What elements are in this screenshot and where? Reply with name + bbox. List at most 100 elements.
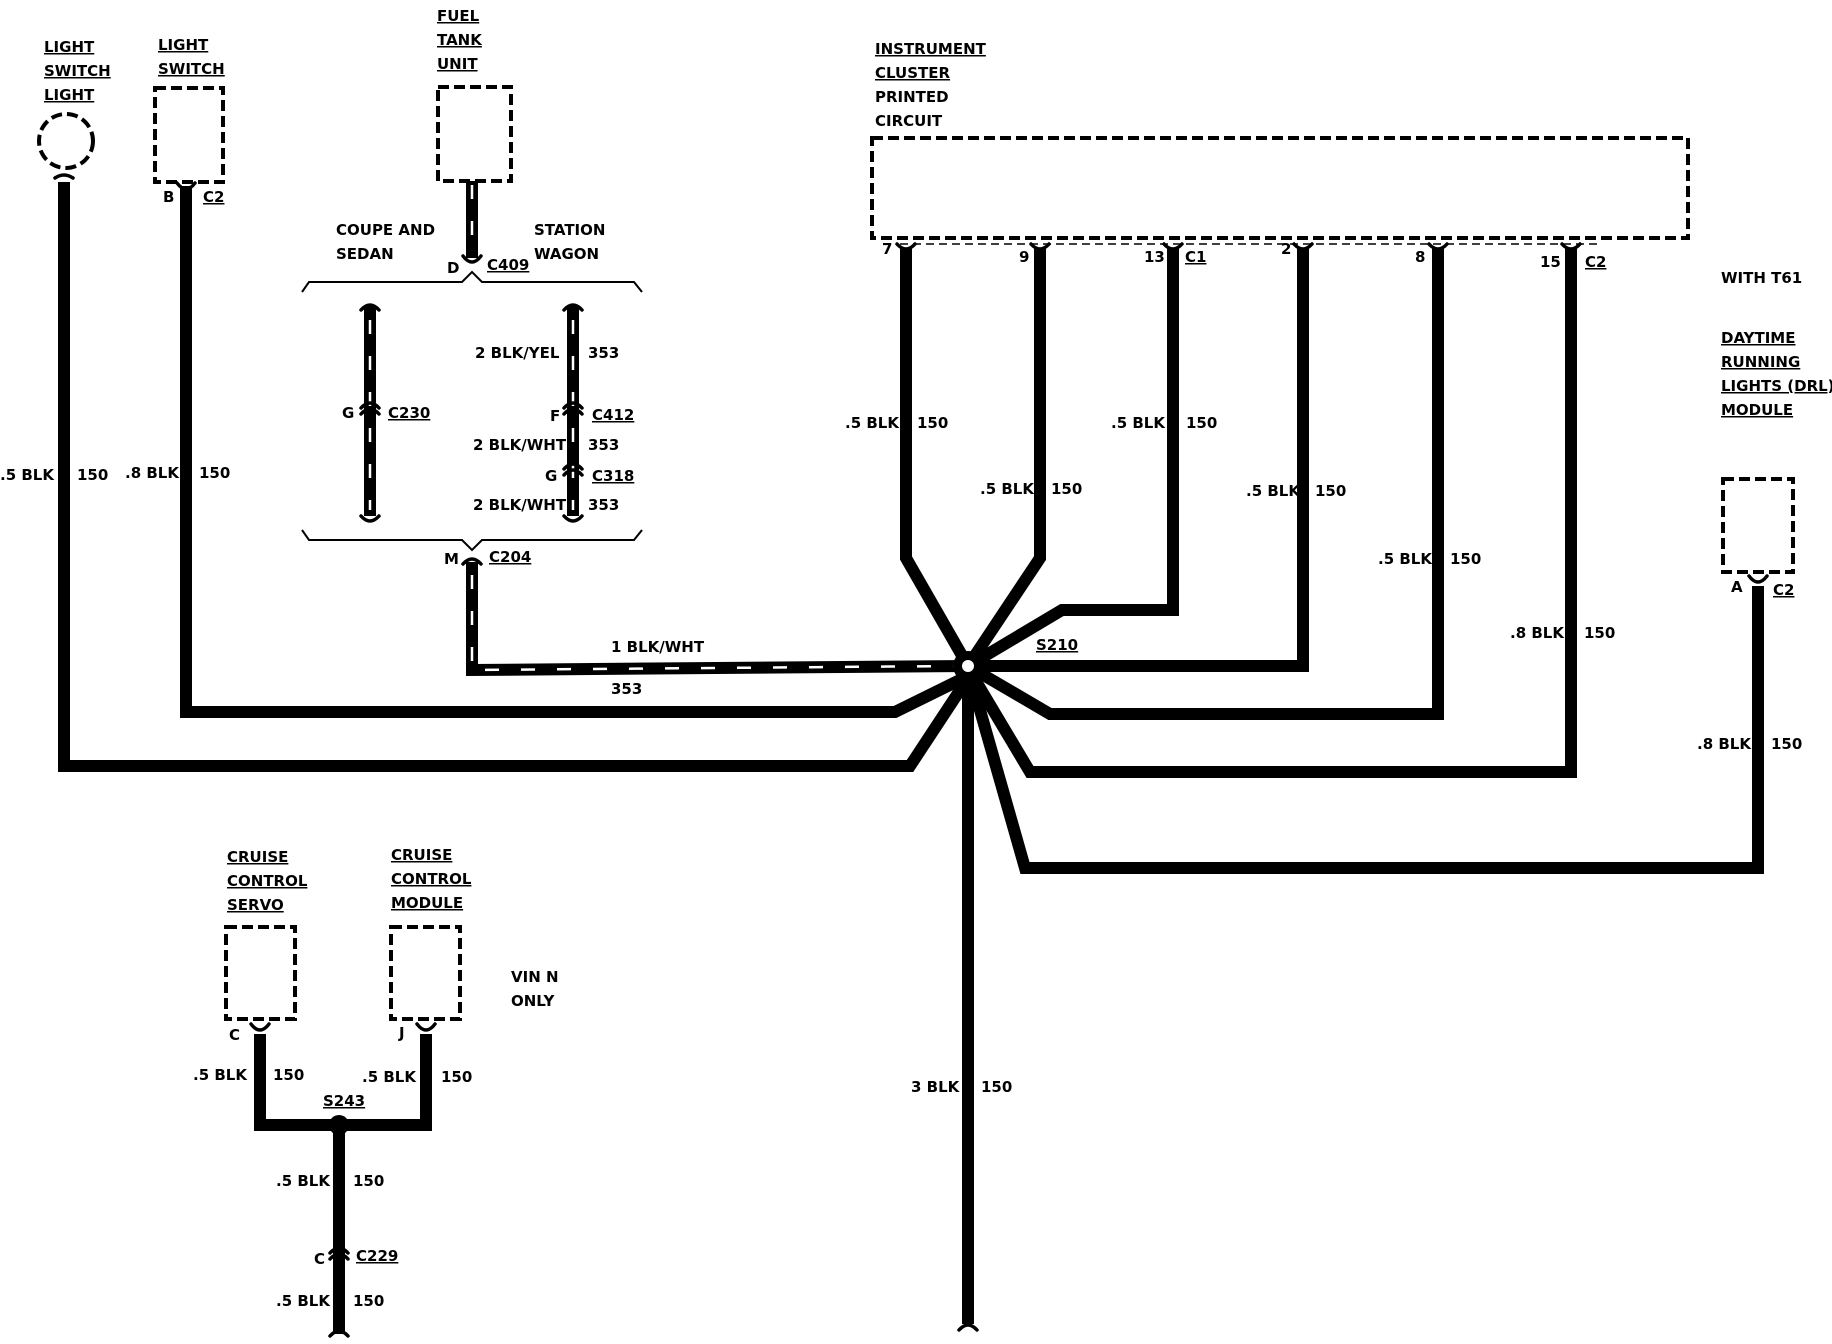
pin-ic-13: 13 [1144, 248, 1165, 266]
variant-brace-top [301, 270, 643, 293]
wire-ic8-circuit: 150 [1450, 550, 1481, 568]
wire-ic-8 [964, 248, 1444, 720]
label-instrument-cluster-3: PRINTED [875, 88, 949, 106]
pin-c409: D [447, 259, 459, 277]
wire-light-switch-light [58, 182, 974, 772]
variant-brace-bottom [301, 529, 643, 552]
label-instrument-cluster-1: INSTRUMENT [875, 40, 987, 58]
wire-c204-gauge: 1 BLK/WHT [611, 638, 705, 656]
connector-ic-2 [1292, 242, 1314, 251]
wire-sw1-gauge: 2 BLK/YEL [475, 344, 560, 362]
conn-c230: C230 [388, 404, 430, 422]
label-light-switch-1: LIGHT [158, 36, 209, 54]
wire-servo-gauge: .5 BLK [193, 1066, 248, 1084]
splice-label-s210: S210 [1036, 636, 1078, 654]
wire-module-gauge: .5 BLK [362, 1068, 417, 1086]
connector-sw-top-a [359, 303, 381, 312]
wire-s243-circuit: 150 [353, 1172, 384, 1190]
wire-ic13-gauge: .5 BLK [1111, 414, 1166, 432]
wire-drl [962, 586, 1764, 874]
wire-servo-circuit: 150 [273, 1066, 304, 1084]
wire-sw3-gauge: 2 BLK/WHT [473, 496, 567, 514]
pin-ic-15: 15 [1540, 253, 1561, 271]
connector-c229-a [328, 1246, 350, 1255]
connector-sw-top-b [562, 303, 584, 312]
label-drl-2: RUNNING [1721, 353, 1800, 371]
connector-light-switch-light [53, 173, 75, 180]
cruise-servo-box [224, 925, 297, 1021]
wire-sw2-circuit: 353 [588, 436, 619, 454]
wire-lsl-circuit: 150 [77, 466, 108, 484]
label-cruise-module-1: CRUISE [391, 846, 452, 864]
wires [58, 181, 1764, 1334]
label-drl-3: LIGHTS (DRL) [1721, 377, 1832, 395]
pin-c204: M [444, 550, 459, 568]
wire-c229-gauge: .5 BLK [276, 1292, 331, 1310]
wire-ic13-circuit: 150 [1186, 414, 1217, 432]
connector-sw-bot-b [562, 514, 584, 523]
conn-c409: C409 [487, 256, 529, 274]
label-coupe-sedan-1: COUPE AND [336, 221, 435, 239]
connector-c230-a [359, 401, 381, 410]
wire-sw2-gauge: 2 BLK/WHT [473, 436, 567, 454]
conn-c412: C412 [592, 406, 634, 424]
cruise-module-box [389, 925, 462, 1021]
light-switch-light-symbol [37, 112, 95, 170]
wire-drl-circuit: 150 [1771, 735, 1802, 753]
pin-ic-8: 8 [1415, 248, 1425, 266]
label-cruise-module-3: MODULE [391, 894, 463, 912]
label-drl-4: MODULE [1721, 401, 1793, 419]
connector-c229-b [328, 1252, 350, 1261]
wire-ic9-gauge: .5 BLK [980, 480, 1035, 498]
connector-cruise-servo [249, 1022, 271, 1032]
conn-c204: C204 [489, 548, 531, 566]
connector-c412-a [562, 401, 584, 410]
instrument-cluster-box [870, 136, 1690, 240]
connector-light-switch [175, 181, 197, 191]
connector-c230-b [359, 407, 381, 416]
label-cruise-servo-2: CONTROL [227, 872, 308, 890]
connector-ic-13 [1162, 242, 1184, 251]
pin-c412: F [550, 407, 560, 425]
pin-cruise-servo: C [229, 1026, 240, 1044]
conn-c229: C229 [356, 1247, 398, 1265]
label-cruise-servo-1: CRUISE [227, 848, 288, 866]
pin-cruise-module: J [398, 1024, 405, 1042]
connector-sw-bot-a [359, 514, 381, 523]
connector-c409 [461, 254, 483, 264]
connector-ground-end [957, 1323, 979, 1332]
conn-ic-c1: C1 [1185, 248, 1206, 266]
connector-ic-8 [1427, 242, 1449, 251]
label-drl-1: DAYTIME [1721, 329, 1795, 347]
connector-c204 [461, 557, 483, 566]
wire-sw1-circuit: 353 [588, 344, 619, 362]
wire-ic2-gauge: .5 BLK [1246, 482, 1301, 500]
wire-cruise-servo [254, 1034, 339, 1131]
label-instrument-cluster-2: CLUSTER [875, 64, 950, 82]
conn-drl: C2 [1773, 581, 1794, 599]
pin-ic-9: 9 [1019, 248, 1029, 266]
connector-cruise-module [415, 1022, 437, 1032]
connector-c318-a [562, 462, 584, 471]
wire-ic7-circuit: 150 [917, 414, 948, 432]
wire-ic7-gauge: .5 BLK [845, 414, 900, 432]
wire-ic15-gauge: .8 BLK [1510, 624, 1565, 642]
wire-drl-gauge: .8 BLK [1697, 735, 1752, 753]
label-cruise-module-2: CONTROL [391, 870, 472, 888]
conn-c318: C318 [592, 467, 634, 485]
label-instrument-cluster-4: CIRCUIT [875, 112, 943, 130]
connector-c229-end [328, 1329, 350, 1338]
fuel-tank-unit-box [436, 85, 513, 183]
pin-c230: G [342, 404, 354, 422]
label-vin-note-1: VIN N [511, 968, 559, 986]
splice-s243 [329, 1115, 349, 1135]
wire-c204 [466, 562, 969, 677]
connector-symbols [53, 173, 1769, 1338]
wire-ground-gauge: 3 BLK [911, 1078, 961, 1096]
wire-ic-2 [968, 248, 1309, 672]
label-coupe-sedan-2: SEDAN [336, 245, 394, 263]
pin-c229: C [314, 1250, 325, 1268]
label-light-switch-light-2: SWITCH [44, 62, 111, 80]
wire-light-switch [180, 186, 971, 718]
